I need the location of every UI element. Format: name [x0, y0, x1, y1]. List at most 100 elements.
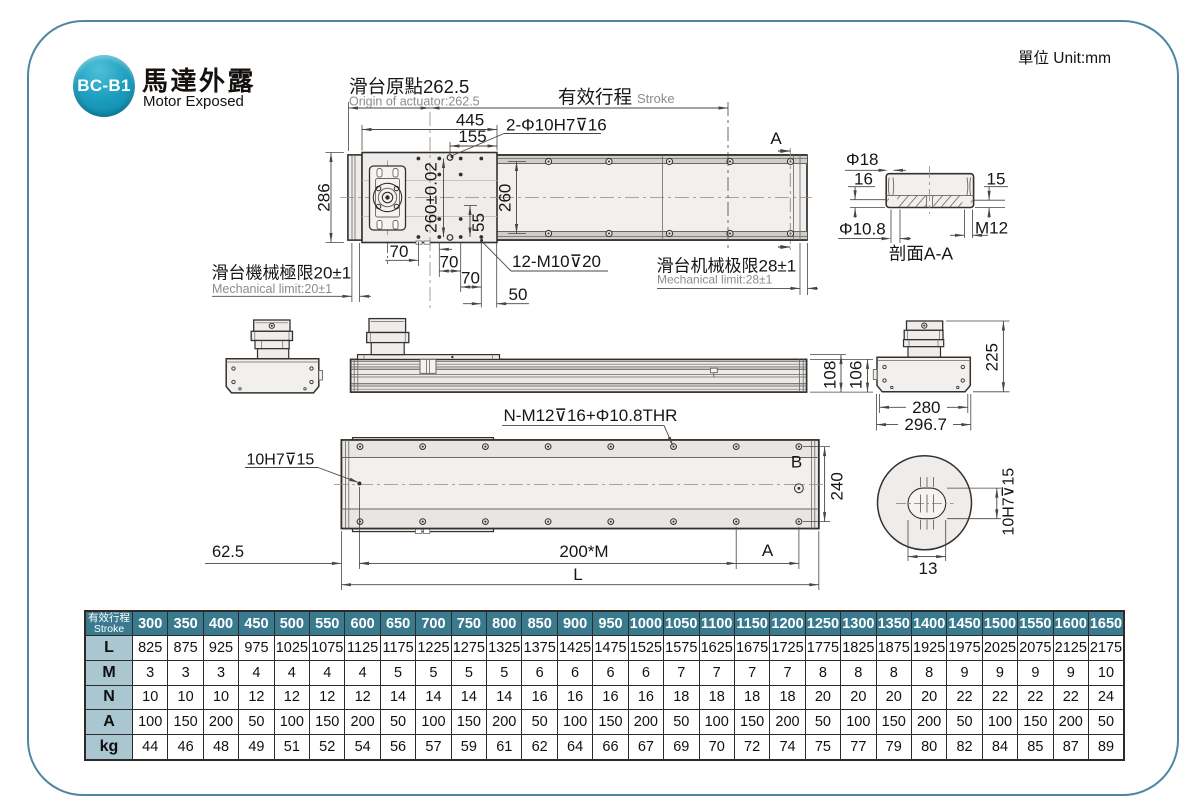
- value-cell: 16: [521, 684, 558, 711]
- dim-label: 有效行程: [558, 87, 632, 108]
- stroke-header-cell: 1150: [733, 610, 771, 636]
- dim-label: B: [791, 453, 802, 472]
- value-cell: 7: [663, 659, 700, 686]
- value-cell: 12: [344, 684, 381, 711]
- value-cell: 1425: [556, 635, 594, 661]
- value-cell: 1725: [769, 635, 806, 661]
- value-cell: 6: [592, 659, 629, 686]
- dim-label: 50: [509, 285, 528, 304]
- dim-label: A: [762, 541, 774, 560]
- bottom-view: 10H7⊽15 N-M12⊽16+Φ10.8THR B 240 62.5 200…: [205, 406, 847, 590]
- stroke-header-cell: 400: [202, 610, 240, 636]
- value-cell: 1025: [273, 635, 311, 661]
- dim-label: 12-M10⊽20: [512, 252, 601, 271]
- value-cell: 1525: [627, 635, 665, 661]
- dim-label: 70: [440, 253, 459, 272]
- value-cell: 1925: [910, 635, 948, 661]
- value-cell: 80: [910, 734, 948, 761]
- stroke-header-cell: 950: [592, 610, 629, 636]
- value-cell: 150: [1017, 709, 1054, 736]
- value-cell: 200: [202, 709, 240, 736]
- model-badge: BC-B1: [73, 55, 135, 117]
- value-cell: 5: [450, 659, 488, 686]
- dim-label: 55: [469, 213, 488, 232]
- value-cell: 48: [202, 734, 240, 761]
- value-cell: 10: [1087, 659, 1125, 686]
- value-cell: 5: [415, 659, 452, 686]
- dim-label: 70: [461, 269, 480, 288]
- table-corner-en: Stroke: [93, 622, 125, 635]
- value-cell: 70: [698, 734, 735, 761]
- value-cell: 200: [769, 709, 806, 736]
- value-cell: 50: [379, 709, 417, 736]
- value-cell: 79: [875, 734, 912, 761]
- value-cell: 100: [556, 709, 594, 736]
- stroke-header-cell: 300: [131, 610, 169, 636]
- stroke-header-cell: 1350: [875, 610, 912, 636]
- page-title: 馬達外露: [142, 66, 257, 96]
- value-cell: 150: [875, 709, 912, 736]
- value-cell: 74: [769, 734, 806, 761]
- value-cell: 20: [875, 684, 912, 711]
- stroke-header-cell: 550: [309, 610, 346, 636]
- value-cell: 50: [946, 709, 983, 736]
- value-cell: 1075: [309, 635, 346, 661]
- stroke-header-cell: 1050: [663, 610, 700, 636]
- value-cell: 5: [379, 659, 417, 686]
- value-cell: 2025: [981, 635, 1019, 661]
- value-cell: 100: [981, 709, 1019, 736]
- top-view: 滑台原點262.5 Origin of actuator:262.5 有效行程 …: [212, 76, 818, 311]
- dim-label: 10H7⊽15: [247, 452, 315, 469]
- row-label-cell: L: [84, 635, 133, 661]
- stroke-header-cell: 1400: [910, 610, 948, 636]
- stroke-header-cell: 1300: [840, 610, 877, 636]
- value-cell: 18: [769, 684, 806, 711]
- value-cell: 150: [167, 709, 204, 736]
- value-cell: 150: [592, 709, 629, 736]
- value-cell: 50: [521, 709, 558, 736]
- dim-label: 240: [828, 472, 847, 500]
- dim-label: Φ18: [846, 150, 878, 169]
- dim-label: 15: [987, 170, 1006, 189]
- dim-label: 296.7: [904, 415, 947, 434]
- value-cell: 18: [698, 684, 735, 711]
- end-view-left: [225, 319, 323, 394]
- stroke-header-cell: 1200: [769, 610, 806, 636]
- value-cell: 10: [167, 684, 204, 711]
- stroke-header-cell: 1550: [1017, 610, 1054, 636]
- stroke-header-cell: 850: [521, 610, 558, 636]
- dim-label: 滑台机械极限28±1: [657, 257, 797, 276]
- value-cell: 51: [273, 734, 311, 761]
- value-cell: 4: [273, 659, 311, 686]
- value-cell: 3: [131, 659, 169, 686]
- value-cell: 12: [238, 684, 275, 711]
- value-cell: 1575: [663, 635, 700, 661]
- value-cell: 62: [521, 734, 558, 761]
- value-cell: 1475: [592, 635, 629, 661]
- value-cell: 87: [1052, 734, 1089, 761]
- dim-label: 106: [847, 361, 866, 389]
- value-cell: 69: [663, 734, 700, 761]
- value-cell: 1625: [698, 635, 735, 661]
- value-cell: 14: [379, 684, 417, 711]
- value-cell: 61: [486, 734, 523, 761]
- value-cell: 82: [946, 734, 983, 761]
- dim-label: Origin of actuator:262.5: [349, 95, 480, 109]
- stroke-header-cell: 1100: [698, 610, 735, 636]
- value-cell: 1825: [840, 635, 877, 661]
- value-cell: 5: [486, 659, 523, 686]
- value-cell: 20: [840, 684, 877, 711]
- value-cell: 1775: [804, 635, 842, 661]
- value-cell: 975: [238, 635, 275, 661]
- value-cell: 14: [486, 684, 523, 711]
- value-cell: 50: [238, 709, 275, 736]
- value-cell: 1175: [379, 635, 417, 661]
- stroke-header-cell: 600: [344, 610, 381, 636]
- stroke-header-cell: 1000: [627, 610, 665, 636]
- value-cell: 200: [910, 709, 948, 736]
